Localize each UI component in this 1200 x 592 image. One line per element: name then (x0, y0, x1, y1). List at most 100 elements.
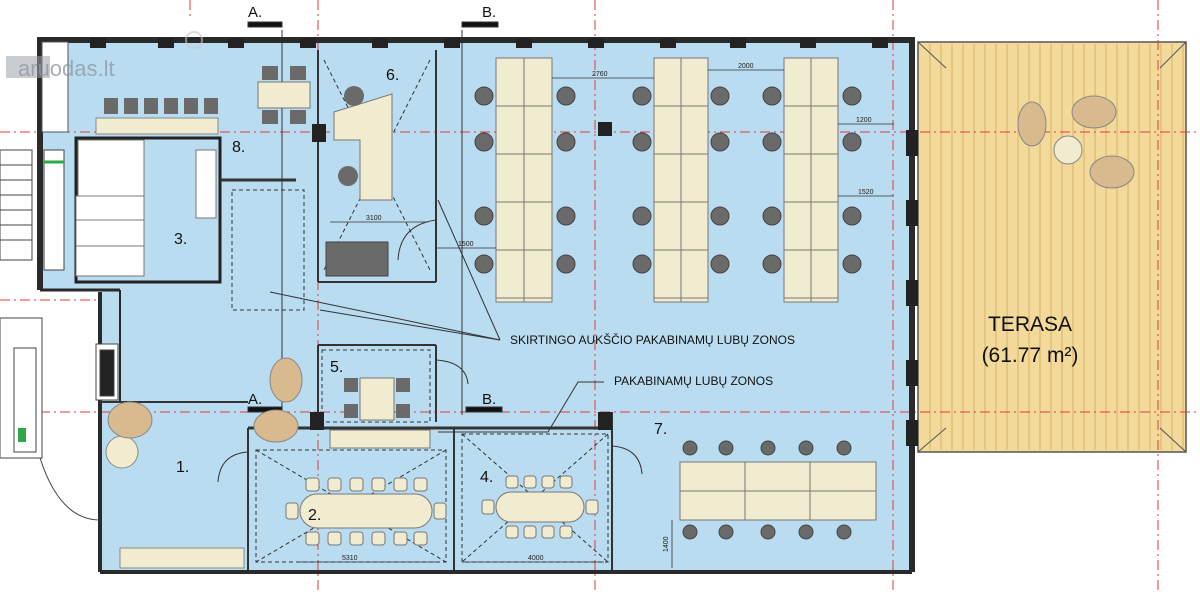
window-pier (906, 420, 918, 446)
room-6-label: 6. (386, 67, 399, 84)
dim-2000: 2000 (738, 63, 754, 70)
office-chair (718, 440, 734, 456)
watermark: aruodas.lt (6, 31, 203, 81)
office-chair (836, 440, 852, 456)
section-a-top-label: A. (248, 4, 262, 21)
desk-dividers (496, 58, 876, 520)
office-chair (632, 86, 652, 106)
conference-chair (505, 525, 519, 539)
office-chair (710, 206, 730, 226)
conference-chair (413, 477, 428, 492)
reception-furniture (105, 357, 303, 569)
dim-1400: 1400 (663, 536, 670, 552)
conference-chair (327, 531, 342, 546)
window-pier (730, 38, 746, 48)
window-pier (588, 38, 604, 48)
conference-chair (305, 531, 320, 546)
office-chair (632, 132, 652, 152)
dim-2760: 2760 (592, 71, 608, 78)
dimension-lines (300, 69, 894, 568)
room-7-label: 7. (654, 421, 667, 438)
conference-chair (505, 475, 519, 489)
window-pier (906, 360, 918, 386)
dim-1520: 1520 (858, 189, 874, 196)
section-a-bottom-label: A. (248, 391, 262, 408)
conference-chair (559, 475, 573, 489)
window-pier (158, 38, 174, 48)
room-4-label: 4. (480, 469, 493, 486)
dim-1500: 1500 (458, 241, 474, 248)
conference-chair (559, 525, 573, 539)
dim-3100: 3100 (366, 215, 382, 222)
window-pier (516, 38, 532, 48)
office-chair (760, 440, 776, 456)
conference-chair (393, 531, 408, 546)
window-pier (800, 38, 816, 48)
office-chair (710, 86, 730, 106)
window-pier (300, 38, 316, 48)
window-pier (906, 130, 918, 156)
terrace-area: (61.77 m²) (982, 344, 1079, 367)
conference-tables (299, 491, 585, 529)
manager-office-furniture (325, 86, 393, 277)
room-8-label: 8. (232, 139, 245, 156)
office-chair (718, 524, 734, 540)
left-stair (0, 149, 119, 521)
office-chair (836, 524, 852, 540)
window-pier (906, 280, 918, 306)
dim-5310: 5310 (342, 555, 358, 562)
ceiling-zones-varied-label: SKIRTINGO AUKŠČIO PAKABINAMŲ LUBŲ ZONOS (510, 332, 795, 347)
section-b-top-label: B. (482, 4, 496, 21)
office-chair (842, 132, 862, 152)
conference-chair (393, 477, 408, 492)
room-2-label: 2. (308, 507, 321, 524)
window-pier (444, 38, 460, 48)
conference-chair (327, 477, 342, 492)
conference-chair (349, 477, 364, 492)
office-chair (798, 524, 814, 540)
annotation-leaders (269, 199, 604, 433)
conference-chair (541, 525, 555, 539)
window-pier (872, 38, 888, 48)
dim-1200: 1200 (856, 117, 872, 124)
office-chair (710, 254, 730, 274)
kitchen-furniture (104, 66, 311, 124)
office-chair (556, 86, 576, 106)
conference-chair (585, 499, 599, 515)
columns (310, 122, 612, 430)
conference-chair (349, 531, 364, 546)
conference-chair (433, 502, 447, 520)
conference-chair (481, 499, 495, 515)
office-chair (762, 132, 782, 152)
office-chair (842, 254, 862, 274)
office-chair (760, 524, 776, 540)
conference-chair (305, 477, 320, 492)
ceiling-zones-label: PAKABINAMŲ LUBŲ ZONOS (614, 374, 773, 388)
conference-chair (523, 475, 537, 489)
window-pier (228, 38, 244, 48)
office-chair (682, 440, 698, 456)
office-chair (710, 132, 730, 152)
room-5-label: 5. (330, 359, 343, 376)
window-pier (660, 38, 676, 48)
office-chair (842, 206, 862, 226)
office-chair (682, 524, 698, 540)
dim-4000: 4000 (528, 555, 544, 562)
office-chair (474, 254, 494, 274)
wc-block (41, 41, 222, 284)
terrace-lounge (1017, 95, 1135, 189)
window-pier (90, 38, 106, 48)
window-pier (906, 200, 918, 226)
office-chair (556, 206, 576, 226)
conference-chair (285, 502, 299, 520)
office-chair (842, 86, 862, 106)
office-chair (762, 254, 782, 274)
partitions (100, 50, 643, 570)
conference-chair (541, 475, 555, 489)
room-3-label: 3. (174, 231, 187, 248)
conference-chair (523, 525, 537, 539)
window-piers (90, 38, 918, 446)
section-b-bottom-label: B. (482, 391, 496, 408)
window-pier (372, 38, 388, 48)
